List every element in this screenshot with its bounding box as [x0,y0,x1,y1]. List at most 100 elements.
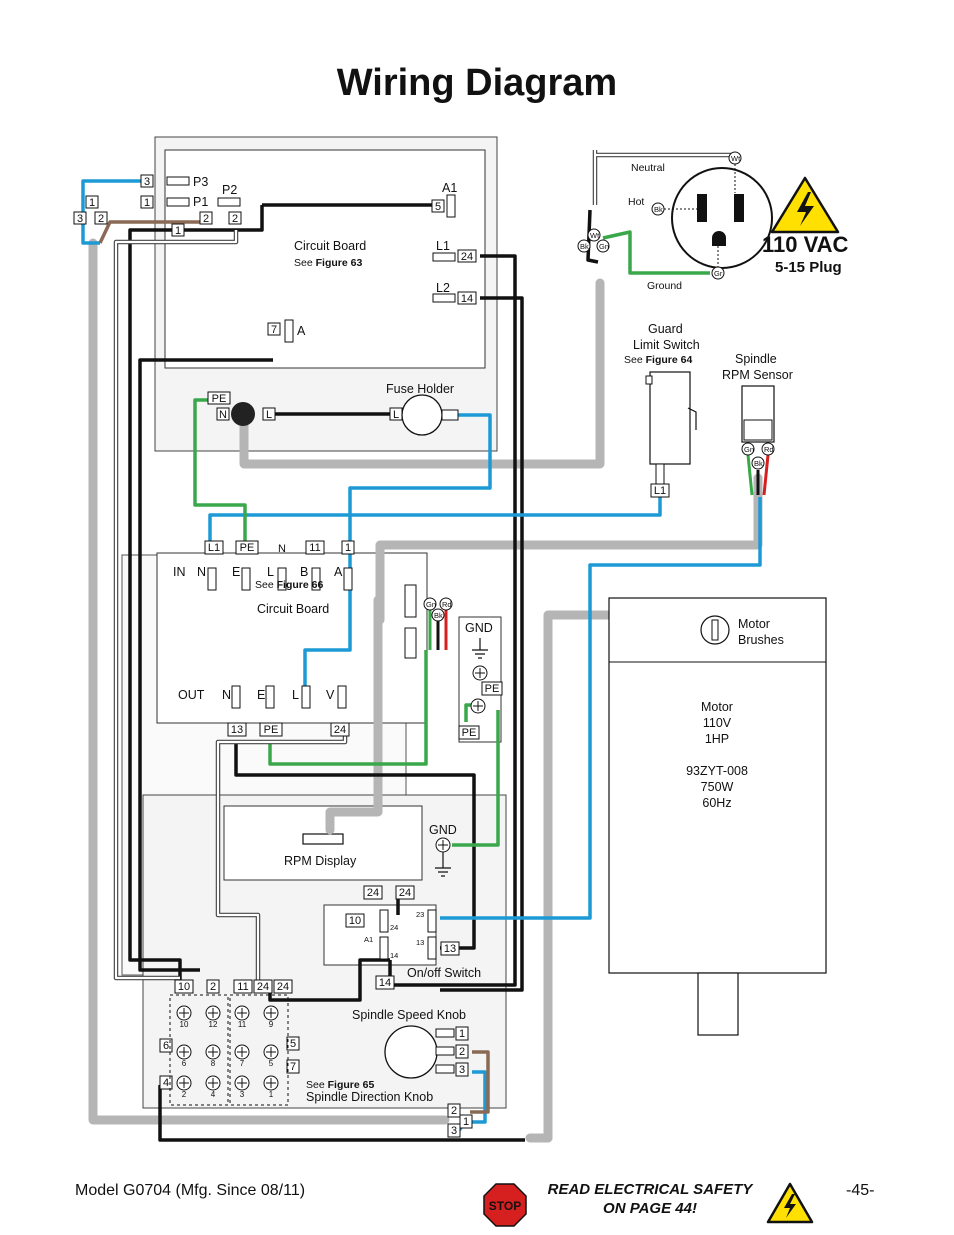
svg-text:10: 10 [178,981,190,993]
p1-label: P1 [193,195,208,209]
svg-text:5: 5 [290,1038,296,1050]
speed-knob-icon [384,1025,438,1079]
svg-text:7: 7 [290,1061,296,1073]
svg-text:L1: L1 [654,485,666,497]
circuit-board-mid-label: Circuit Board [257,602,329,616]
l-terminal-label: L [266,409,272,421]
svg-text:A1: A1 [364,935,373,944]
svg-text:23: 23 [416,910,424,919]
svg-text:14: 14 [390,951,398,960]
gnd-label-lower: GND [429,823,457,837]
screw-terminal-number: 4 [211,1090,216,1099]
speed-knob-label: Spindle Speed Knob [352,1008,466,1022]
svg-text:PE: PE [462,727,477,739]
page-title: Wiring Diagram [336,62,618,104]
gnd-label-strip: GND [465,621,493,635]
motor-line-2: 110V [703,716,732,730]
motor-shaft [697,972,739,1036]
board-out-e: E [257,688,265,702]
rpm-display-label: RPM Display [284,854,357,868]
direction-knob-figure: Figure 65 [328,1079,375,1091]
screw-terminal-number: 10 [180,1020,189,1029]
motor-line-5: 750W [701,780,734,794]
screw-terminal-number: 11 [238,1020,247,1029]
circuit-board-mid-figure: Figure 66 [277,579,324,591]
tag-bk-outlet: Bk [654,205,663,214]
plug-label: 5-15 Plug [775,259,842,276]
svg-text:See Figure 66: See Figure 66 [255,579,323,591]
a-label: A [297,324,306,338]
l2-label: L2 [436,281,450,295]
board-in-l: L [267,565,274,579]
motor-line-1: Motor [701,700,733,714]
svg-text:L: L [393,409,399,421]
footer-model: Model G0704 (Mfg. Since 08/11) [75,1182,306,1199]
footer-safety-line2: ON PAGE 44! [603,1200,697,1217]
motor-line-6: 60Hz [702,796,731,810]
a1-label: A1 [442,181,457,195]
svg-text:Gn: Gn [744,445,754,454]
svg-text:3: 3 [459,1064,465,1076]
tag-wt-outlet: Wt [731,154,741,163]
outlet-hot-label: Hot [628,196,644,208]
guard-switch-line2: Limit Switch [633,338,700,352]
l1-label: L1 [436,239,450,253]
motor-body [608,597,827,974]
svg-text:24: 24 [257,981,269,993]
svg-text:11: 11 [237,981,248,993]
guard-limit-switch-icon [649,371,691,465]
svg-text:PE: PE [485,683,500,695]
rpm-sensor-line1: Spindle [735,352,777,366]
svg-text:L1: L1 [208,542,220,554]
outlet-ground-label: Ground [647,280,682,292]
circuit-board-top-see: See [294,257,313,269]
svg-text:24: 24 [461,251,473,263]
svg-text:3: 3 [77,213,83,225]
guard-switch-figure: Figure 64 [646,354,693,366]
ground-post-icon [231,402,255,426]
svg-text:2: 2 [203,213,209,225]
svg-text:24: 24 [277,981,289,993]
screw-terminal-number: 2 [182,1090,187,1099]
svg-text:See Figure 65: See Figure 65 [306,1079,374,1091]
svg-text:5: 5 [435,201,441,213]
svg-text:Rd: Rd [442,600,452,609]
svg-text:See Figure 63: See Figure 63 [294,257,362,269]
svg-text:10: 10 [349,915,361,927]
fuse-holder-icon [401,394,443,436]
svg-text:Wt: Wt [590,231,600,240]
p3-label: P3 [193,175,208,189]
board-in-label: IN [173,565,186,579]
svg-text:6: 6 [163,1040,169,1052]
n-terminal-label: N [219,409,227,421]
footer-safety-line1: READ ELECTRICAL SAFETY [547,1181,753,1198]
svg-text:14: 14 [379,977,391,989]
svg-text:2: 2 [98,213,104,225]
svg-text:13: 13 [416,938,424,947]
screw-terminal-number: 3 [240,1090,245,1099]
svg-text:24: 24 [334,724,346,736]
svg-text:Gn: Gn [426,600,436,609]
svg-text:7: 7 [271,324,277,336]
svg-text:1: 1 [463,1116,469,1128]
direction-knob-label: Spindle Direction Knob [306,1090,433,1104]
motor-brushes-line2: Brushes [738,633,784,647]
outlet-5-15-icon [671,167,773,269]
svg-text:1: 1 [89,197,95,209]
motor-line-3: 1HP [705,732,729,746]
stop-sign-icon: STOP [483,1183,527,1227]
p2-label: P2 [222,183,237,197]
svg-text:1: 1 [144,197,150,209]
outlet-neutral-label: Neutral [631,162,665,174]
svg-text:1: 1 [345,542,351,554]
board-out-n: N [222,688,231,702]
svg-text:2: 2 [459,1046,465,1058]
footer-safety-note: READ ELECTRICAL SAFETY ON PAGE 44! [520,1180,780,1218]
terminal-labels: 3 1 1 3 2 2 2 1 5 24 14 7 L1 11 1 13 24 … [73,174,670,1138]
svg-text:1: 1 [459,1028,465,1040]
tag-gr-outlet: Gr [714,269,723,278]
svg-text:4: 4 [163,1077,169,1089]
svg-text:PE: PE [264,724,279,736]
footer-warning-icon [766,1182,814,1224]
